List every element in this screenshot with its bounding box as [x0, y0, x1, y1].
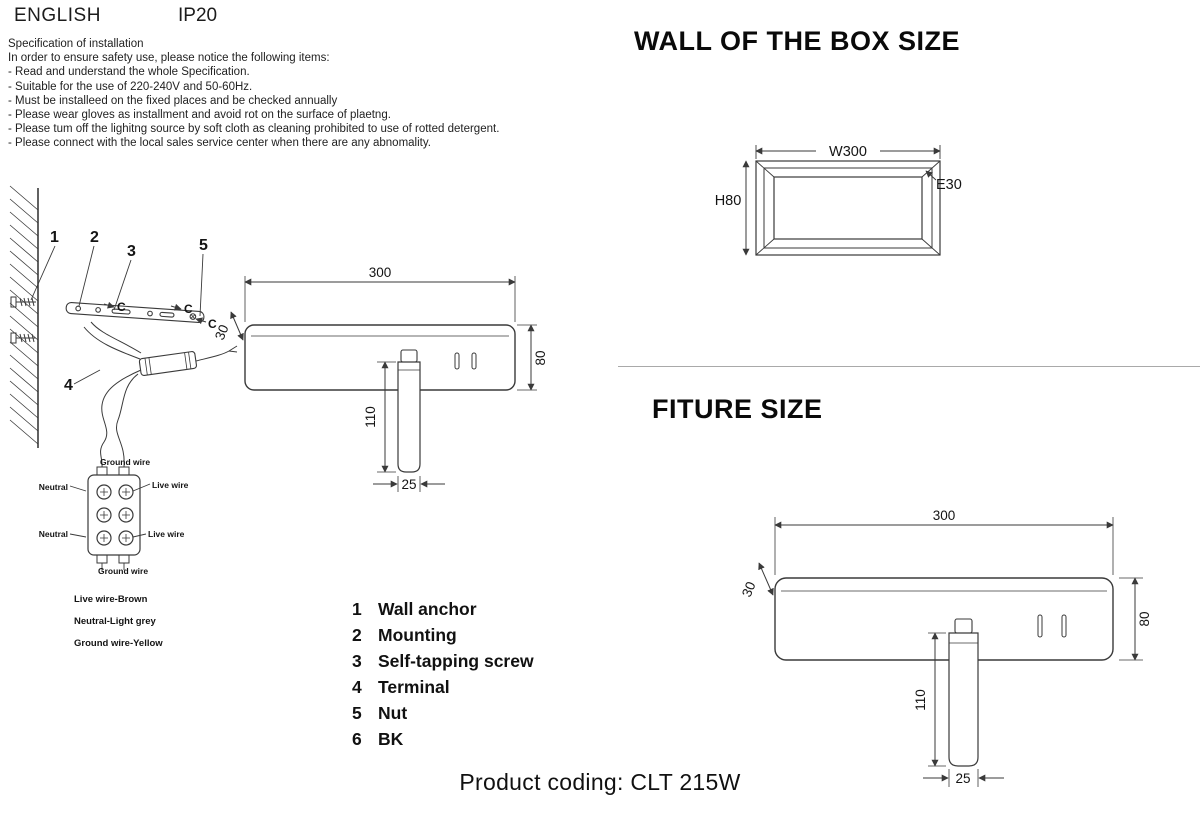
wiring-live-bottom-label: Live wire	[148, 529, 185, 539]
lamp-tube	[397, 361, 421, 473]
dim-tube-width-label: 25	[955, 771, 970, 786]
wall-box-outline	[755, 160, 941, 256]
wall-box-dimensions	[742, 145, 941, 256]
spec-title: Specification of installation	[8, 38, 144, 50]
part-number: 4	[352, 677, 362, 697]
mounting-bracket	[65, 301, 205, 324]
fixture-dimensions	[758, 517, 1143, 787]
terminal-block	[69, 466, 151, 571]
dim-tube-width-label: 25	[401, 477, 416, 492]
callout-1: 1	[50, 229, 59, 246]
driver-and-wires	[83, 321, 238, 468]
parts-list-item: 5 Nut	[352, 700, 534, 726]
wiring-neutral-bottom-label: Neutral	[39, 529, 68, 539]
lamp-tube	[948, 632, 979, 767]
wire-left-b	[116, 373, 139, 468]
parts-list-item: 4 Terminal	[352, 674, 534, 700]
part-number: 1	[352, 599, 362, 619]
legend-live-wire: Live wire-Brown	[74, 594, 148, 605]
spec-item: - Read and understand the whole Specific…	[8, 66, 250, 79]
spec-item: - Must be installeed on the fixed places…	[8, 94, 338, 107]
product-coding: Product coding: CLT 215W	[459, 769, 741, 795]
part-label: Self-tapping screw	[378, 651, 534, 671]
callout-3: 3	[127, 243, 136, 260]
parts-list-item: 6 BK	[352, 726, 534, 752]
spec-section: Specification of installation In order t…	[8, 37, 658, 151]
wire-left-a	[100, 369, 142, 468]
part-label: BK	[378, 729, 404, 749]
wall-section	[9, 185, 39, 448]
parts-list-item: 2 Mounting	[352, 622, 534, 648]
bracket-marker-c1: C	[117, 300, 126, 314]
wall-anchor-screws	[10, 296, 36, 344]
wire-to-driver	[83, 321, 142, 360]
section-divider	[618, 366, 1200, 367]
spec-item: - Please connect with the local sales se…	[8, 137, 431, 150]
spec-intro: In order to ensure safety use, please no…	[8, 52, 330, 65]
dim-width-label: 300	[933, 508, 956, 523]
part-label: Wall anchor	[378, 599, 477, 619]
bracket-marker-arrows	[103, 301, 207, 325]
fixture-dimensions	[230, 276, 537, 492]
installation-diagram: 1 2 3 5 4 C C C Ground wire Neutral Live…	[9, 185, 238, 649]
driver-box	[138, 351, 198, 376]
wall-box-edge-label: E30	[936, 177, 962, 193]
dim-depth-label: 30	[739, 580, 759, 600]
bracket-marker-c3: C	[208, 317, 217, 331]
dim-width-label: 300	[369, 265, 392, 280]
spec-item: - Suitable for the use of 220-240V and 5…	[8, 80, 253, 93]
callout-5: 5	[199, 237, 208, 254]
parts-list-item: 1 Wall anchor	[352, 596, 534, 622]
part-number: 5	[352, 703, 362, 723]
wire-right	[195, 345, 238, 362]
legend-neutral-wire: Neutral-Light grey	[74, 616, 157, 627]
ip-rating-label: IP20	[178, 5, 218, 26]
bracket-marker-c2: C	[184, 302, 193, 316]
legend-ground-wire: Ground wire-Yellow	[74, 638, 163, 649]
wiring-ground-bottom-label: Ground wire	[98, 566, 148, 576]
dim-depth-label: 30	[212, 323, 232, 343]
wall-box-size-title: WALL OF THE BOX SIZE	[634, 26, 961, 56]
wall-box-width-label: W300	[829, 144, 867, 160]
spec-item: - Please tum off the lighitng source by …	[8, 123, 500, 136]
wall-box-diagram: W300 H80 E30	[715, 144, 962, 256]
wall-hatching	[9, 185, 39, 445]
fixture-size-title: FITURE SIZE	[652, 394, 823, 424]
dim-height-label: 80	[533, 350, 548, 365]
part-number: 2	[352, 625, 362, 645]
callout-2: 2	[90, 229, 99, 246]
part-label: Mounting	[378, 625, 457, 645]
parts-list-item: 3 Self-tapping screw	[352, 648, 534, 674]
language-label: ENGLISH	[14, 5, 101, 26]
callout-4: 4	[64, 377, 73, 394]
parts-list: 1 Wall anchor 2 Mounting 3 Self-tapping …	[352, 596, 534, 752]
part-number: 3	[352, 651, 362, 671]
spec-item: - Please wear gloves as installment and …	[8, 109, 391, 122]
callout-leaders	[30, 245, 204, 385]
dim-tube-length-label: 110	[913, 689, 928, 711]
part-label: Nut	[378, 703, 408, 723]
fixture-diagram-small: 300 30 80 110 25	[212, 265, 548, 492]
fixture-diagram-large: 300 30 80 110 25	[739, 508, 1152, 787]
dim-tube-length-label: 110	[363, 406, 378, 428]
part-number: 6	[352, 729, 362, 749]
wall-box-height-label: H80	[715, 193, 742, 209]
fixture-body	[774, 577, 1114, 767]
wiring-ground-top-label: Ground wire	[100, 457, 150, 467]
dim-height-label: 80	[1137, 611, 1152, 626]
fixture-body	[244, 324, 516, 473]
part-label: Terminal	[378, 677, 450, 697]
wiring-live-top-label: Live wire	[152, 480, 189, 490]
wiring-neutral-top-label: Neutral	[39, 482, 68, 492]
